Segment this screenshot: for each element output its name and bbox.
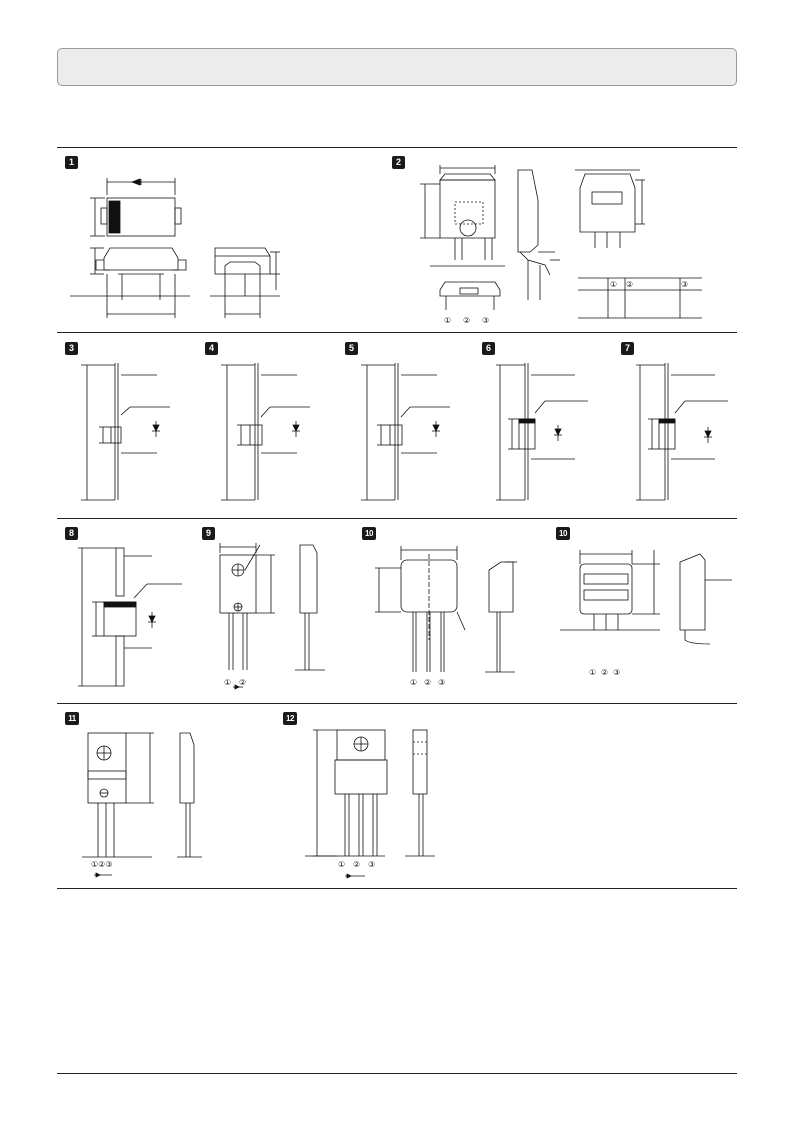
pin-label: ③	[368, 860, 376, 869]
figure-8-drawing	[78, 547, 182, 687]
figure-11-drawing	[82, 732, 202, 878]
pin-label: ②	[239, 678, 247, 687]
figure-1-drawing	[70, 178, 280, 318]
figure-badge: 4	[205, 342, 218, 355]
table-header: ③	[681, 280, 689, 289]
divider	[57, 703, 737, 704]
figure-badge: 11	[65, 712, 79, 725]
figure-badge: 8	[65, 527, 78, 540]
pin-label: ③	[482, 316, 490, 325]
figure-badge: 3	[65, 342, 78, 355]
pin-label: ③	[438, 678, 446, 687]
pin-label: ②	[463, 316, 471, 325]
pin-label: ①②③	[91, 860, 113, 869]
figure-10a-drawing	[375, 546, 517, 673]
pin-label: ①	[410, 678, 418, 687]
pin-label: ①	[589, 668, 597, 677]
pin-label: ③	[613, 668, 621, 677]
pin-label: ②	[353, 860, 361, 869]
figure-badge: 10	[362, 527, 376, 540]
divider	[57, 888, 737, 889]
figure-9-drawing	[219, 543, 325, 690]
figure-6-drawing	[496, 363, 588, 501]
figure-badge: 6	[482, 342, 495, 355]
figure-4-drawing	[221, 363, 310, 501]
figure-badge: 12	[283, 712, 297, 725]
pin-label: ②	[601, 668, 609, 677]
figure-badge: 2	[392, 156, 405, 169]
pin-label: ①	[338, 860, 346, 869]
figure-12-drawing	[305, 729, 435, 879]
figure-7-drawing	[636, 363, 728, 501]
divider	[57, 518, 737, 519]
pin-label: ①	[444, 316, 452, 325]
divider	[57, 1073, 737, 1074]
figure-10b-drawing	[560, 550, 732, 645]
divider	[57, 332, 737, 333]
figure-3-drawing	[81, 363, 170, 501]
figure-5-drawing	[361, 363, 450, 501]
pin-label: ①	[224, 678, 232, 687]
pin-label: ②	[424, 678, 432, 687]
figure-badge: 9	[202, 527, 215, 540]
table-header: ②	[626, 280, 634, 289]
table-header: ①	[610, 280, 618, 289]
figure-badge: 7	[621, 342, 634, 355]
figure-badge: 5	[345, 342, 358, 355]
figure-2-drawing	[420, 165, 702, 319]
figure-badge: 1	[65, 156, 78, 169]
page-title-bar	[57, 48, 737, 86]
figure-badge: 10	[556, 527, 570, 540]
divider	[57, 147, 737, 148]
